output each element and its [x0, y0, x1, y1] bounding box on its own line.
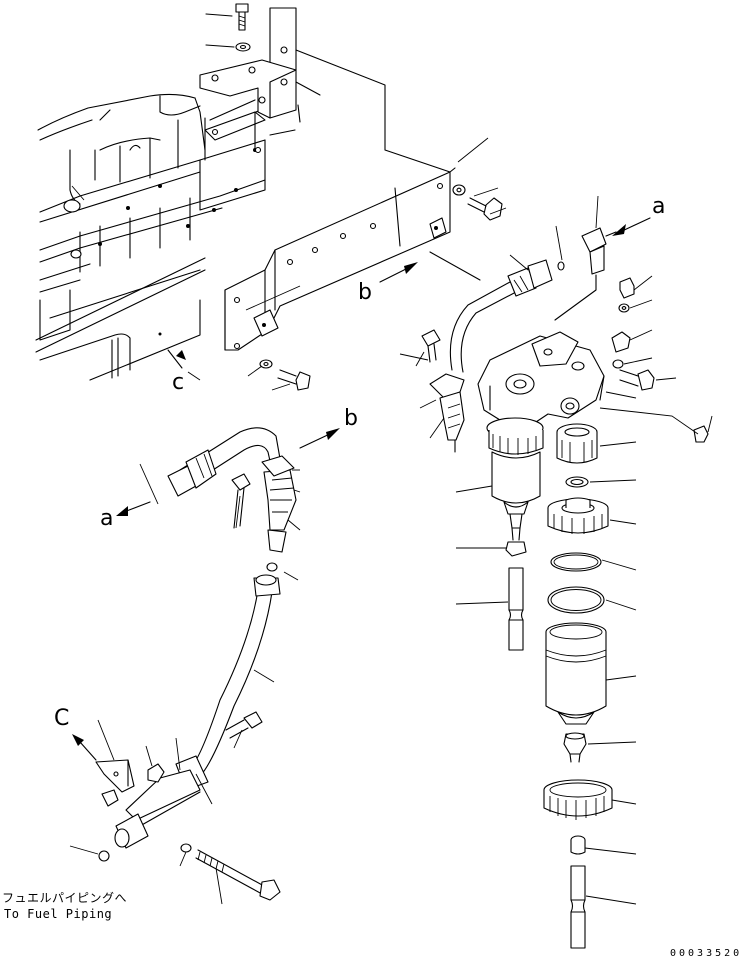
filter-bowl: [546, 623, 606, 724]
drawing-part-number: 00033520: [670, 948, 743, 959]
element-retainer: [548, 498, 608, 534]
pipe-bracket: [96, 760, 134, 792]
gasket-ring: [551, 553, 601, 571]
elbow-fitting: [582, 228, 616, 274]
plug: [620, 278, 634, 298]
view-ref-a: a: [652, 194, 666, 219]
air-bleed-plug: [612, 332, 630, 352]
drain-hose-lower: [571, 866, 585, 948]
l-bracket: [200, 8, 296, 118]
washer: [181, 844, 191, 852]
long-mounting-bracket: [225, 168, 455, 350]
o-ring: [558, 262, 564, 270]
drain-hose-left: [509, 568, 523, 650]
nut: [148, 764, 164, 782]
o-ring: [267, 563, 277, 571]
head-bolt: [620, 370, 654, 390]
washer: [613, 360, 623, 368]
fuel-piping-note-japanese: フュエルパイピングへ: [2, 891, 128, 905]
retaining-nut: [544, 780, 612, 820]
hex-bolt: [468, 198, 502, 220]
view-arrow-a: [612, 218, 650, 236]
drain-valve: [564, 733, 586, 762]
clamp-bolt: [422, 330, 440, 362]
view-arrow-b-lower: [300, 428, 340, 448]
fuel-pipe-long: [115, 575, 280, 848]
drain-plug: [694, 426, 708, 442]
seal-ring: [548, 587, 604, 613]
filter-element-top: [557, 424, 597, 463]
view-arrow-b: [380, 262, 418, 282]
filter-cartridge-assembled: [487, 418, 543, 540]
drain-hose-clip-left: [506, 542, 526, 556]
leader-lines: [70, 138, 712, 904]
hose-b-segment: [168, 428, 296, 552]
view-ref-c-lower: C: [54, 706, 70, 731]
hex-bolt: [278, 370, 310, 390]
nut: [102, 790, 118, 806]
bracket-bolt: [236, 4, 248, 30]
plug-cap: [99, 851, 109, 861]
hose-upper: [450, 260, 552, 372]
drain-hose-clip: [571, 836, 585, 854]
view-ref-c: c: [172, 370, 185, 395]
pipe-mount-bolt: [226, 712, 262, 738]
long-bolt: [196, 850, 280, 900]
filter-head: [478, 332, 604, 422]
hose-clamp-lower: [262, 456, 294, 476]
view-arrow-c-lower: [72, 734, 96, 760]
view-ref-a-lower: a: [100, 506, 114, 531]
hose-clamp: [430, 374, 464, 452]
view-ref-b: b: [358, 280, 372, 305]
view-arrow-c: [168, 350, 186, 368]
view-arrow-a-lower: [116, 502, 150, 516]
view-ref-b-lower: b: [344, 406, 358, 431]
fuel-piping-note-english: To Fuel Piping: [4, 907, 113, 921]
clamp-bolt-lower: [232, 474, 250, 528]
